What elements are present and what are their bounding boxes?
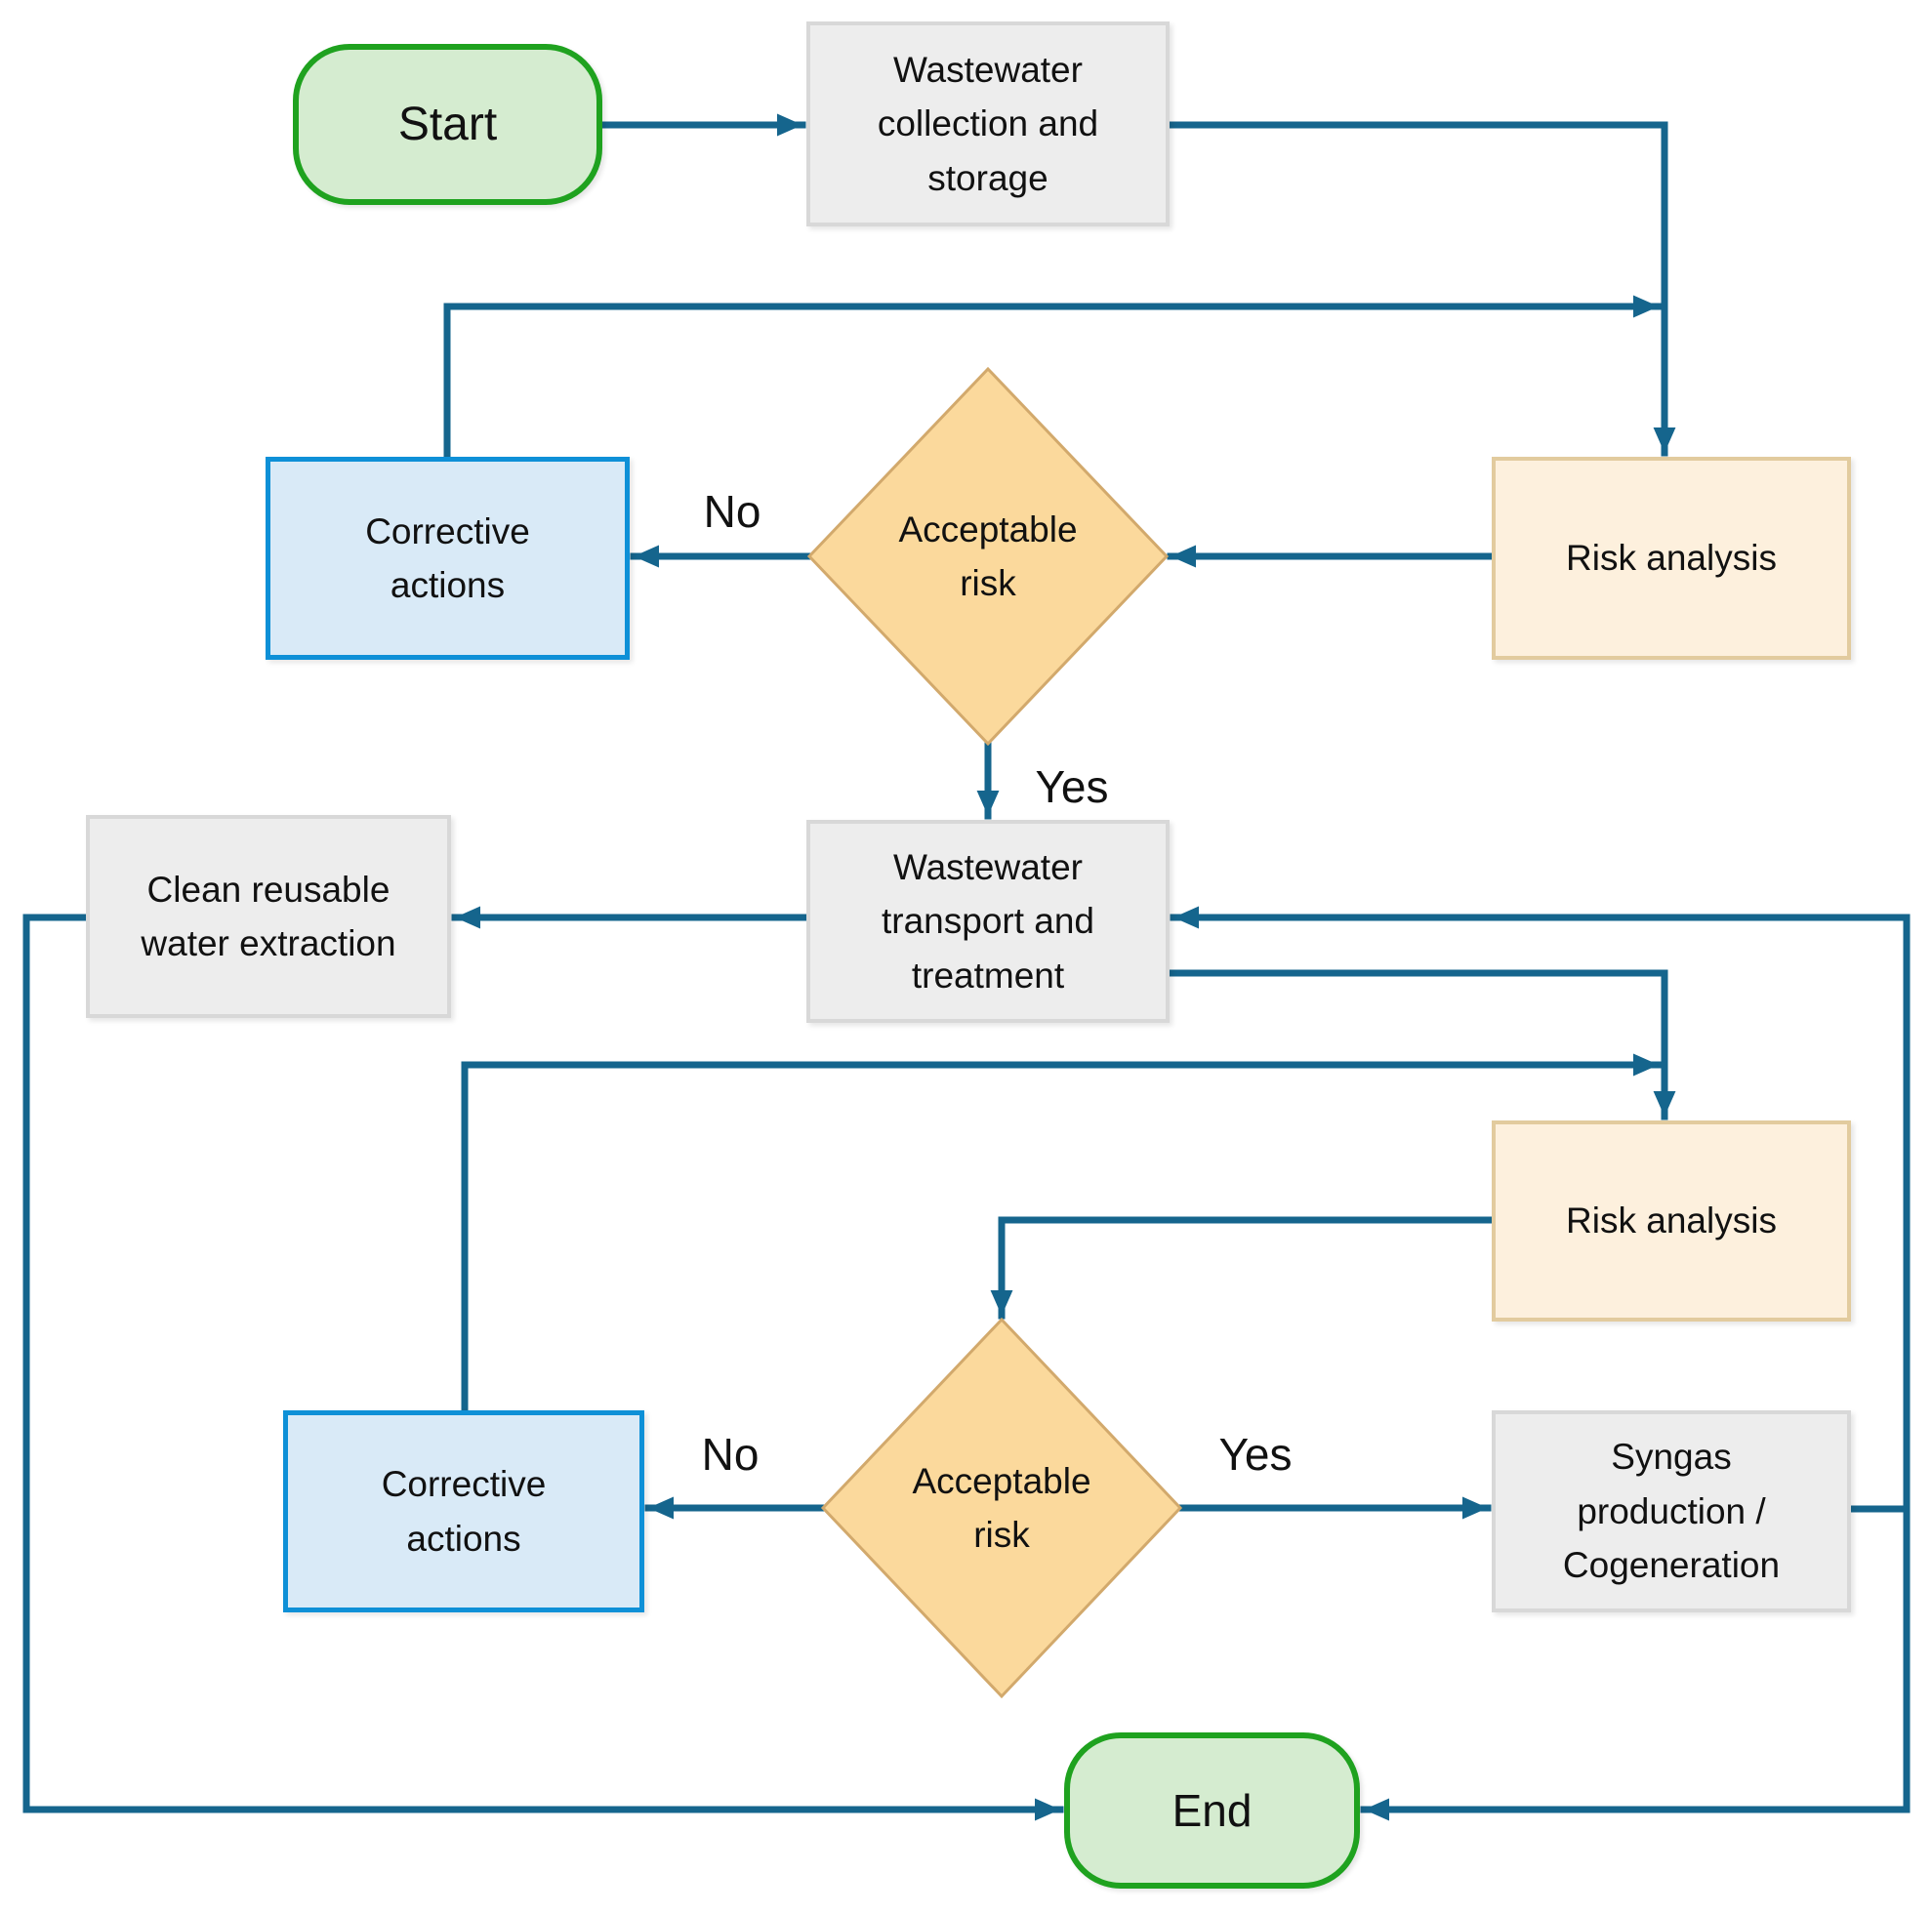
node-end: End <box>1064 1732 1360 1889</box>
node-start: Start <box>293 44 602 205</box>
node-corrective-actions-1: Corrective actions <box>266 457 630 660</box>
edge-label-no-2: No <box>701 1429 760 1480</box>
label-acceptable-risk-2: Acceptable risk <box>912 1460 1091 1556</box>
label-acceptable-risk-1: Acceptable risk <box>898 509 1078 604</box>
node-wastewater-collection-storage: Wastewater collection and storage <box>806 21 1170 226</box>
edge-transport-to-risk-analysis-2 <box>1166 969 1676 1120</box>
node-risk-analysis-1: Risk analysis <box>1492 457 1851 660</box>
decision-diamond-acceptable-risk-1 <box>806 366 1170 747</box>
edge-syngas-to-end <box>1360 1505 1911 1821</box>
node-syngas-production-cogeneration: Syngas production / Cogeneration <box>1492 1410 1851 1612</box>
edge-collection-to-risk-analysis-1 <box>1166 121 1676 457</box>
edge-risk-analysis-2-to-decision-2 <box>990 1216 1494 1320</box>
edge-label-yes-1: Yes <box>1035 761 1109 812</box>
edge-label-no-1: No <box>703 486 761 537</box>
edge-label-yes-2: Yes <box>1218 1429 1293 1480</box>
edge-clean-water-to-end <box>22 914 1064 1821</box>
decision-diamond-acceptable-risk-2 <box>820 1317 1183 1699</box>
edge-syngas-loop-to-transport <box>1170 906 1911 1513</box>
node-risk-analysis-2: Risk analysis <box>1492 1120 1851 1322</box>
edge-corrective-1-feedback-to-risk-analysis-1 <box>443 295 1663 459</box>
node-wastewater-transport-treatment: Wastewater transport and treatment <box>806 820 1170 1023</box>
edge-corrective-2-feedback-to-risk-analysis-2 <box>461 1053 1663 1412</box>
node-clean-water-extraction: Clean reusable water extraction <box>86 815 451 1018</box>
node-corrective-actions-2: Corrective actions <box>283 1410 644 1612</box>
